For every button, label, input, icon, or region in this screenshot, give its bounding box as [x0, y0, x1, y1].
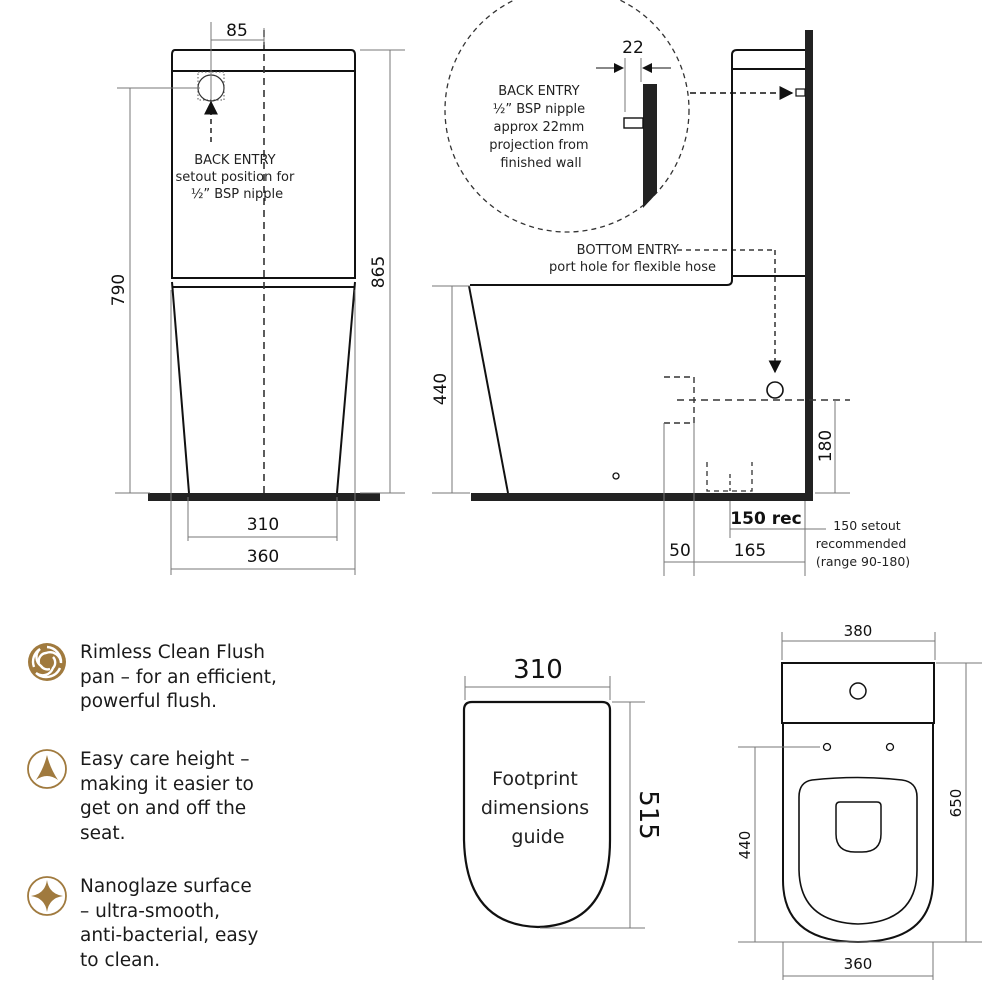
- dim-85: 85: [226, 21, 248, 41]
- dim-865: 865: [369, 256, 389, 288]
- dim-650: 650: [947, 789, 965, 818]
- dim-440-side: 440: [431, 373, 451, 405]
- bottom-entry-note: BOTTOM ENTRY port hole for flexible hose: [549, 243, 716, 275]
- arrow-up-icon: [27, 749, 67, 789]
- footprint-outline: [462, 700, 612, 929]
- dim-515: 515: [633, 790, 663, 840]
- setout-note: 150 setout recommended (range 90-180): [816, 518, 911, 569]
- feature-text: Easy care height – making it easier to g…: [80, 749, 254, 844]
- floor-line: [148, 493, 380, 501]
- dim-360-top: 360: [844, 955, 873, 973]
- top-view: 380 650 440 360: [736, 622, 982, 980]
- bottom-entry-port: [766, 381, 784, 399]
- dim-180: 180: [816, 430, 836, 462]
- dim-360-front: 360: [247, 547, 279, 567]
- footprint-label: Footprint dimensions guide: [481, 768, 595, 848]
- detail-note: BACK ENTRY ½” BSP nipple approx 22mm pro…: [489, 84, 592, 171]
- dim-150-rec: 150 rec: [730, 509, 801, 529]
- dim-440-top: 440: [736, 831, 754, 860]
- pan-outline: [171, 281, 356, 494]
- front-view: 85 865 790 310 360 BACK ENTRY setout pos…: [109, 21, 405, 575]
- detail-nipple: [623, 117, 644, 129]
- feature-nanoglaze: Nanoglaze surface – ultra-smooth, anti-b…: [26, 875, 258, 973]
- sparkle-icon: [27, 876, 67, 916]
- seat-outline: [798, 776, 918, 925]
- wall-line: [805, 30, 813, 501]
- dim-310-footprint: 310: [513, 655, 563, 685]
- cistern-outline: [171, 49, 356, 279]
- side-view: 440 180 50 165 150 rec 150 setout recomm…: [431, 0, 910, 576]
- feature-text: Rimless Clean Flush pan – for an efficie…: [80, 642, 277, 712]
- swirl-icon: [28, 643, 66, 681]
- dim-310-front: 310: [247, 515, 279, 535]
- dim-22: 22: [622, 38, 644, 58]
- footprint-view: 310 515 Footprint dimensions guide: [462, 655, 663, 929]
- dim-790: 790: [109, 274, 129, 306]
- detail-wall: [643, 84, 657, 208]
- dim-380: 380: [844, 622, 873, 640]
- detail-circle: [444, 0, 690, 233]
- feature-text: Nanoglaze surface – ultra-smooth, anti-b…: [80, 876, 259, 971]
- back-entry-note: BACK ENTRY setout position for ½” BSP ni…: [176, 153, 299, 202]
- dim-165: 165: [734, 541, 766, 561]
- feature-rimless: Rimless Clean Flush pan – for an efficie…: [26, 641, 277, 715]
- floor-line-side: [471, 493, 813, 501]
- feature-height: Easy care height – making it easier to g…: [26, 748, 254, 846]
- dim-50: 50: [669, 541, 691, 561]
